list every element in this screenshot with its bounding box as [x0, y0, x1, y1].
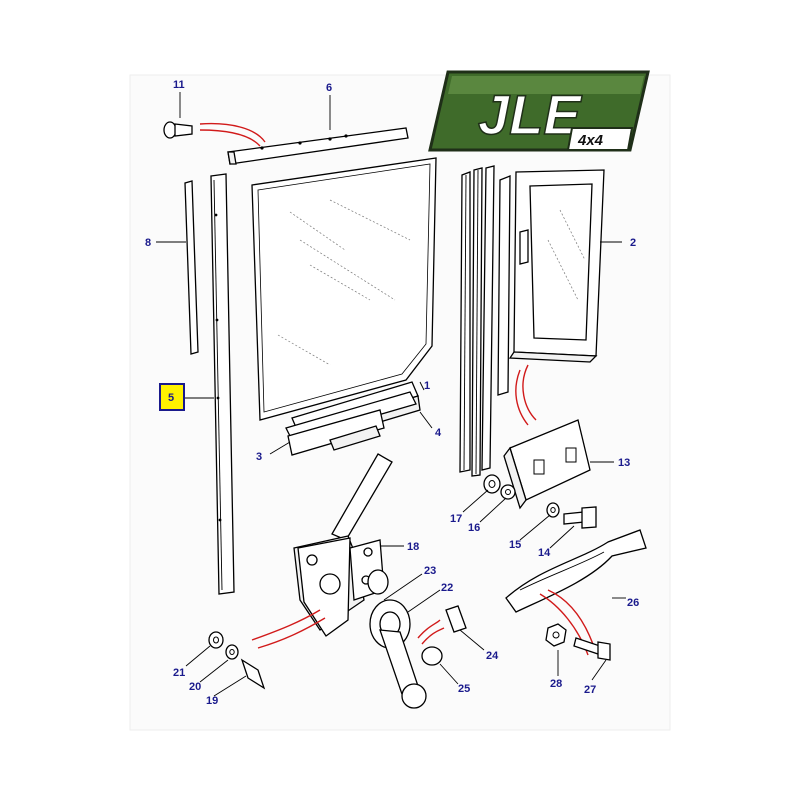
part-26-handle: [505, 529, 647, 613]
callout-8: 8: [145, 237, 151, 249]
leader-lines: [156, 92, 626, 697]
callout-19: 19: [206, 695, 218, 707]
callout-17: 17: [450, 513, 462, 525]
callout-13: 13: [618, 457, 630, 469]
part-23-knob: [367, 569, 389, 595]
part-16-washer: [500, 484, 516, 500]
callout-2: 2: [630, 237, 636, 249]
part-2-side-frame: [508, 169, 605, 363]
part-3-lift-bracket: [285, 391, 417, 456]
part-5-channel: [210, 173, 235, 595]
callout-11: 11: [173, 79, 185, 91]
callout-23: 23: [424, 565, 436, 577]
part-20-washer: [225, 644, 239, 660]
callout-5: 5: [168, 392, 174, 404]
logo-title: JLE: [478, 83, 582, 146]
logo-subtitle: 4x4: [577, 132, 604, 149]
part-17-nut: [483, 474, 501, 494]
part-22-crank: [369, 599, 427, 709]
callout-20: 20: [189, 681, 201, 693]
callout-26: 26: [627, 597, 639, 609]
callout-15: 15: [509, 539, 521, 551]
part-11-screw: [163, 121, 193, 139]
callout-14: 14: [538, 547, 551, 559]
part-28-nut: [545, 623, 567, 647]
part-15-washer: [546, 502, 560, 518]
callout-28: 28: [550, 678, 562, 690]
part-1-glass: [251, 157, 437, 421]
callout-18: 18: [407, 541, 419, 553]
jle-logo: JLE 4x4: [428, 70, 650, 152]
part-25-cap: [421, 646, 443, 666]
callout-4: 4: [435, 427, 442, 439]
part-24-screw: [445, 605, 467, 633]
callout-1: 1: [424, 380, 430, 392]
part-14-bolt: [563, 506, 597, 529]
callout-labels: 5 11 6 8 2 1 4 3 13 18 17 16 15 14 23 22…: [145, 79, 639, 707]
callout-25: 25: [458, 683, 470, 695]
part-13-bracket: [503, 419, 591, 510]
callout-3: 3: [256, 451, 262, 463]
part-27-bolt: [573, 637, 611, 661]
part-21-washer: [208, 631, 224, 649]
part-19-bolt: [240, 658, 266, 690]
logo-plate-highlight: [448, 76, 644, 94]
door-frame-rails: [459, 165, 511, 477]
callout-16: 16: [468, 522, 480, 534]
callout-27: 27: [584, 684, 596, 696]
callout-24: 24: [486, 650, 499, 662]
part-8-strip: [184, 180, 199, 355]
callout-21: 21: [173, 667, 185, 679]
highlight-box-part-5: [159, 383, 185, 411]
logo-subtitle-tag: [566, 127, 634, 151]
callout-6: 6: [326, 82, 332, 94]
part-18-regulator: [293, 453, 393, 637]
callout-22: 22: [441, 582, 453, 594]
part-6-top-channel: [227, 127, 409, 165]
